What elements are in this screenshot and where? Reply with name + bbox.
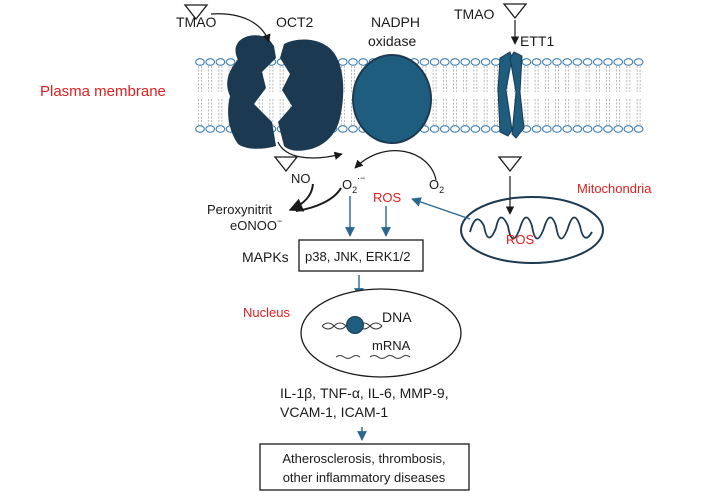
nucleus-label: Nucleus: [243, 305, 290, 320]
eonoo-label: eONOO−: [230, 216, 282, 233]
oxygen-label: O2: [429, 177, 444, 195]
mitochondrion-icon: [460, 196, 604, 264]
mapks-label: MAPKs: [242, 249, 289, 265]
arrow: [354, 150, 437, 181]
mapks-box-text: p38, JNK, ERK1/2: [305, 249, 411, 264]
tmao-triangle-icon: [273, 156, 299, 173]
dna-label: DNA: [382, 309, 412, 325]
ett1-channel-icon: [497, 51, 525, 139]
cytokines-line1: IL-1β, TNF-α, IL-6, MMP-9,: [280, 385, 449, 401]
plasma-membrane-label: Plasma membrane: [40, 83, 166, 100]
oxidase-label: oxidase: [368, 33, 416, 49]
arrow: [411, 197, 471, 220]
arrow: [210, 13, 271, 43]
mrna-label: mRNA: [372, 338, 411, 353]
mapks-box: [298, 239, 424, 272]
mrna-strand-icon: [335, 355, 411, 359]
tmao-triangle-icon: [502, 3, 528, 20]
arrow: [277, 141, 343, 160]
ett1-label: ETT1: [520, 33, 554, 49]
oct2-label: OCT2: [276, 14, 314, 30]
ros-label: ROS: [506, 232, 535, 247]
tmao-triangle-icon: [183, 4, 209, 21]
outcome-line1: Atherosclerosis, thrombosis,: [282, 451, 445, 466]
nadph-label: NADPH: [371, 14, 420, 30]
peroxynitrit-label: Peroxynitrit: [207, 202, 272, 217]
cytokines-line2: VCAM-1, ICAM-1: [280, 404, 388, 420]
nucleus-icon: [300, 288, 462, 378]
tmao-label: TMAO: [454, 6, 495, 22]
tmao-triangle-icon: [497, 156, 523, 173]
oct2-transporter-icon: [227, 35, 344, 151]
superoxide-label: O2·−: [342, 173, 365, 195]
outcome-box: [259, 443, 470, 491]
outcome-line2: other inflammatory diseases: [283, 470, 446, 485]
mitochondria-label: Mitochondria: [577, 181, 652, 196]
no-label: NO: [291, 171, 311, 186]
dna-helix-icon: [321, 316, 383, 334]
tmao-label: TMAO: [176, 14, 217, 30]
arrow: [295, 187, 342, 212]
nadph-oxidase-icon: [352, 54, 432, 144]
arrow: [288, 183, 314, 212]
ros-label: ROS: [373, 190, 402, 205]
